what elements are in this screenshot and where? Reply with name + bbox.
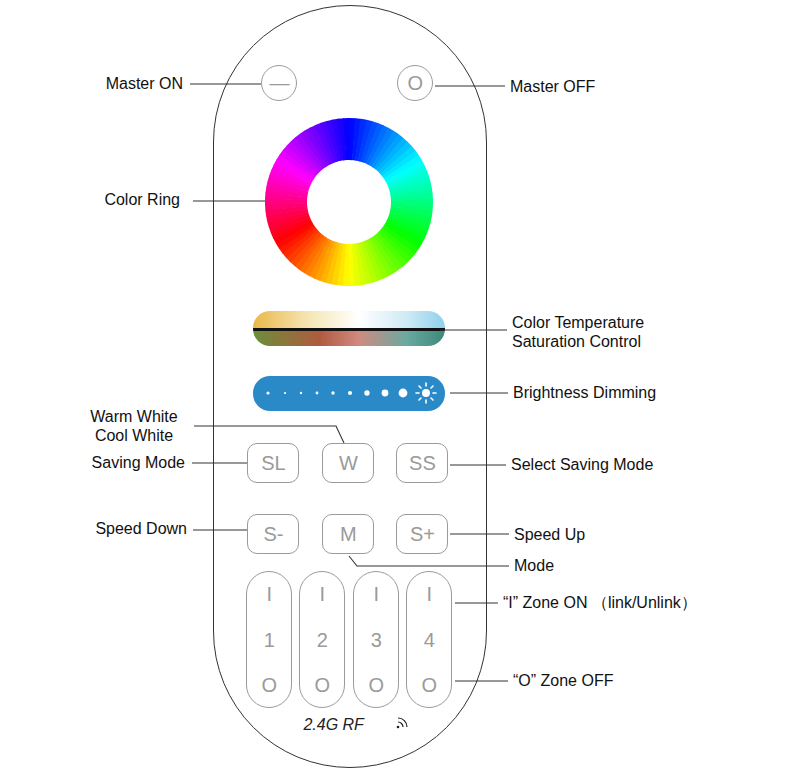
button-label: 3 <box>371 630 382 650</box>
warm-cool-strip <box>253 311 445 329</box>
button-label: S- <box>263 524 283 544</box>
callout-label: “O” Zone OFF <box>513 671 613 690</box>
button-label: 1 <box>264 630 275 650</box>
sun-ray <box>431 386 433 388</box>
sun-ray <box>433 392 436 394</box>
leader-line <box>450 392 508 393</box>
master-off-button: O <box>397 65 433 101</box>
leader-lines <box>190 84 509 681</box>
bar-divider <box>253 328 445 331</box>
zone-button: I 4O <box>406 571 452 708</box>
mode-button: M <box>322 514 374 554</box>
select-saving-button: SS <box>396 443 448 483</box>
button-label: I <box>427 584 433 604</box>
master-on-button: — <box>261 65 297 101</box>
button-label: O <box>422 675 438 695</box>
dot <box>316 392 319 395</box>
callout-label: Warm White Cool White <box>79 407 189 445</box>
zone-button: I 1O <box>246 571 292 708</box>
leader-line <box>435 85 505 86</box>
leader-line <box>440 329 507 330</box>
ring-segment <box>343 118 350 160</box>
button-label: — <box>269 73 289 93</box>
leader-line <box>190 83 261 84</box>
sun-ray <box>416 392 419 394</box>
dot <box>364 390 369 395</box>
button-label: I <box>374 584 380 604</box>
button-label: O <box>315 675 331 695</box>
saving-mode-button: SL <box>247 443 299 483</box>
callout-label: Mode <box>514 556 554 575</box>
callout-label: Select Saving Mode <box>511 455 653 474</box>
dot <box>284 392 286 394</box>
button-label: O <box>408 73 424 93</box>
sun-ray <box>425 383 427 386</box>
ring-segment <box>348 244 355 286</box>
leader-line <box>349 556 509 566</box>
zone-button: I 2O <box>299 571 345 708</box>
signal-arc <box>398 718 407 727</box>
callout-label: Speed Down <box>95 519 187 538</box>
sun-ray <box>419 386 421 388</box>
button-label: S+ <box>410 524 435 544</box>
remote-body: 2.4G RF—OSLWSSS-MS+I1OI2OI3OI4O <box>213 5 487 768</box>
speed-up-button: S+ <box>396 514 448 554</box>
brightness-dots <box>266 389 407 398</box>
button-label: SS <box>409 453 436 473</box>
color-ring <box>265 118 433 286</box>
dot <box>331 391 334 394</box>
dot <box>300 392 302 394</box>
button-label: O <box>262 675 278 695</box>
brand-label: 2.4G RF <box>303 716 363 734</box>
sun-core <box>422 389 430 397</box>
leader-line <box>455 602 498 603</box>
leader-line <box>450 533 509 534</box>
callout-label: Master ON <box>106 74 183 93</box>
button-label: M <box>340 524 357 544</box>
leader-line <box>455 680 508 681</box>
callout-label: Speed Up <box>514 525 585 544</box>
signal-arc <box>398 722 403 727</box>
button-label: W <box>339 453 358 473</box>
callout-label: Master OFF <box>510 77 595 96</box>
dot <box>399 389 408 398</box>
callout-label: Color Ring <box>104 190 180 209</box>
brightness-bar <box>253 376 445 411</box>
dot <box>348 391 352 395</box>
sun-ray <box>419 398 421 400</box>
button-label: 4 <box>424 630 435 650</box>
button-label: O <box>369 675 385 695</box>
dot <box>266 391 269 394</box>
sun-ray <box>431 398 433 400</box>
button-label: I <box>267 584 273 604</box>
saturation-strip <box>253 331 445 346</box>
button-label: 2 <box>317 630 328 650</box>
signal-icon <box>397 718 407 728</box>
button-label: SL <box>261 453 285 473</box>
signal-dot <box>397 726 400 729</box>
leader-line <box>194 426 344 443</box>
leader-line <box>450 464 506 465</box>
callout-label: Color Temperature Saturation Control <box>512 313 662 351</box>
sun-ray <box>425 400 427 403</box>
button-label: I <box>320 584 326 604</box>
callout-label: Saving Mode <box>92 453 185 472</box>
callout-label: “I” Zone ON （link/Unlink） <box>503 593 697 612</box>
dot <box>382 390 389 397</box>
sun-icon <box>416 383 436 403</box>
color-temperature-bar <box>253 311 445 346</box>
callout-label: Brightness Dimming <box>513 383 656 402</box>
leader-line <box>193 529 247 530</box>
white-button: W <box>322 443 374 483</box>
speed-down-button: S- <box>247 514 299 554</box>
leader-line <box>193 200 265 201</box>
leader-line <box>192 462 247 463</box>
zone-button: I 3O <box>353 571 399 708</box>
